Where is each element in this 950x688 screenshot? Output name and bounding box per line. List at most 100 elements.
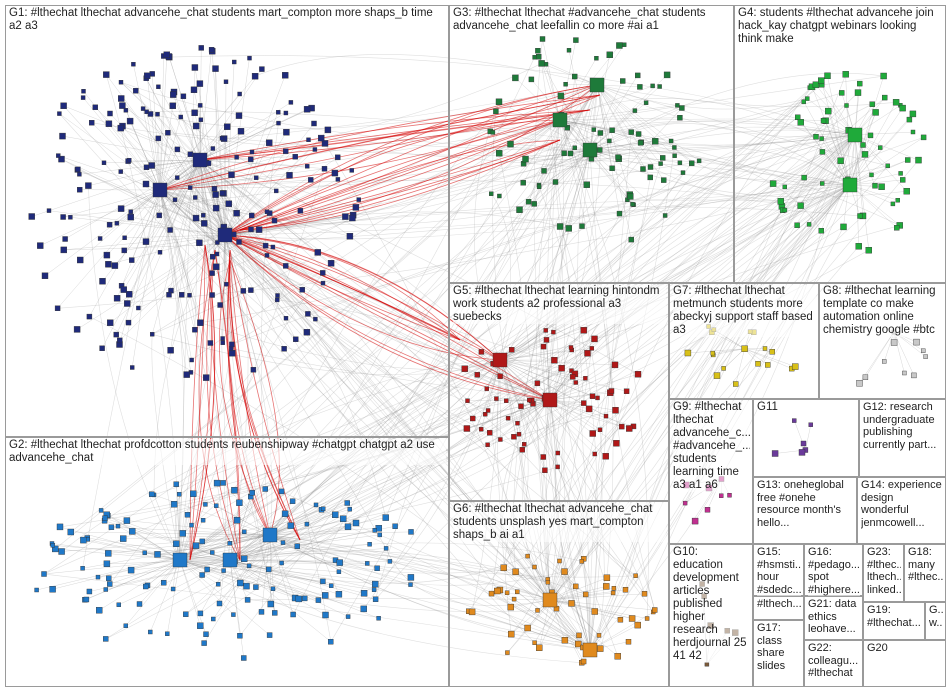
network-node [558,365,565,372]
edge [105,559,231,590]
network-node [127,213,134,221]
edge [179,559,207,635]
network-node [762,346,768,351]
group-panel-g22: G22: colleagu... #lthechat [804,640,863,687]
network-node [905,157,911,163]
network-node [637,84,643,90]
edge [229,559,331,642]
edge [159,189,308,333]
edge [499,359,606,457]
edge [61,158,226,236]
group-label-g10: G10: education development articles publ… [673,546,750,663]
network-node [305,311,311,317]
edge [83,539,181,561]
network-node [248,226,254,233]
network-node [73,326,81,333]
reply-edge [189,244,216,561]
network-node [225,200,233,207]
edge [179,559,270,636]
group-panel-ga: #lthech... [753,596,804,620]
network-node [627,193,634,200]
network-node [346,232,354,240]
network-node [819,136,824,141]
group-panel-g3: G3: #lthechat lthechat #advancehe_chat s… [449,5,734,283]
group-label-g1: G1: #lthechat lthechat advancehe_chat st… [9,7,446,33]
network-node [583,376,588,381]
edge [269,534,565,586]
edge [269,534,566,641]
network-node [215,240,220,245]
network-node [282,72,289,79]
network-node [129,257,135,263]
network-node [279,560,284,566]
edge [146,159,201,168]
network-node [805,96,810,101]
edge [211,51,226,236]
group-panel-g9: G9: #lthechat lthechat advancehe_c... #a… [669,399,753,544]
network-node [895,197,900,203]
network-node [121,247,127,254]
edge [109,113,226,236]
network-node [840,223,847,231]
edge [150,84,598,130]
hub-node [152,182,168,198]
edge [159,189,192,373]
edge [146,111,161,191]
edge [549,390,612,401]
network-node [41,272,49,279]
edge [229,402,584,561]
edge [167,132,851,186]
edge [106,559,231,565]
edge [82,534,271,569]
network-node [625,639,632,645]
network-node [123,623,129,628]
edge [559,226,603,651]
edge [269,531,412,536]
edge [59,113,226,236]
network-node [580,327,587,334]
edge [178,494,181,561]
network-node [872,183,878,189]
group-label-g7: G7: #lthechat lthechat metmunch students… [673,285,816,337]
edge [559,105,678,121]
edge [199,159,512,608]
network-node [266,566,272,573]
edge [159,132,169,191]
group-label-g23: G23: #lthec... lthech... linked... [867,546,901,596]
network-node [556,223,564,230]
network-node [525,553,530,559]
network-node [160,580,167,586]
network-node [507,603,514,611]
network-node [392,523,398,529]
edge [224,129,329,236]
network-node [275,297,280,303]
network-node [820,181,825,186]
edge [151,493,271,536]
edge [179,509,322,561]
edge [277,299,501,361]
network-node [119,102,126,109]
edge [159,189,576,383]
edge [216,483,231,561]
network-node [148,491,155,497]
network-node [710,350,715,356]
reply-edge [159,94,601,191]
network-node [347,507,352,512]
edge [70,217,226,236]
network-node [125,319,132,326]
network-node [594,56,599,61]
network-node [97,236,103,241]
network-node [193,195,198,200]
reply-edge [229,259,280,536]
edge [549,92,859,401]
network-node [677,114,683,121]
edge [176,543,231,561]
edge [549,353,588,401]
network-node [240,288,247,294]
network-node [512,74,519,82]
network-node [290,611,296,618]
network-node [201,220,208,227]
edge [229,559,368,564]
edge [805,424,812,451]
